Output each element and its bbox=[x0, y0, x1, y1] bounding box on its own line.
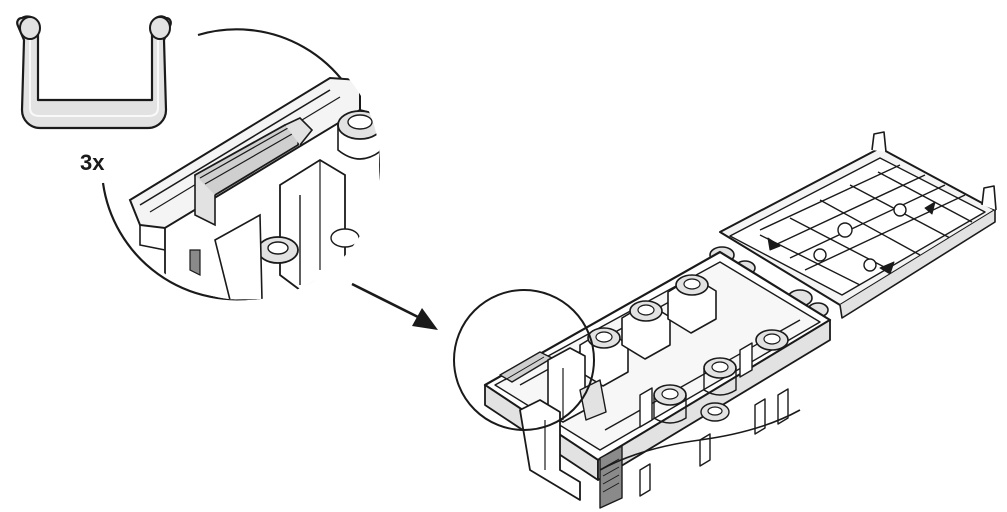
arrow-icon bbox=[351, 282, 438, 330]
highlight-circle bbox=[453, 289, 595, 431]
terminal-block bbox=[755, 329, 789, 351]
terminal-block bbox=[700, 402, 730, 422]
terminal-block bbox=[703, 357, 737, 396]
terminal-block bbox=[653, 384, 687, 424]
quantity-label: 3x bbox=[80, 150, 105, 175]
hinged-lid bbox=[719, 131, 997, 319]
junction-box bbox=[483, 131, 997, 509]
zoom-detail bbox=[101, 28, 380, 301]
u-clip-icon bbox=[16, 15, 172, 130]
terminal-block bbox=[667, 274, 717, 334]
terminal-block bbox=[621, 300, 671, 360]
